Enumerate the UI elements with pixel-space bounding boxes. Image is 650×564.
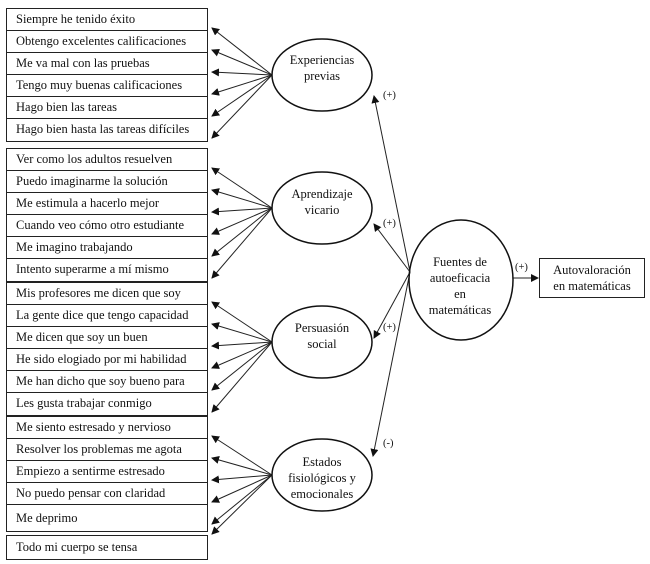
indicator-arrow bbox=[211, 74, 273, 96]
indicator-arrow bbox=[211, 68, 273, 77]
indicator-item: Hago bien las tareas bbox=[7, 97, 207, 119]
indicator-arrow bbox=[211, 322, 273, 343]
factor-ellipse-estados bbox=[271, 438, 373, 512]
outcome-label-line: Autovaloración bbox=[553, 263, 631, 277]
factor-label-line: Estados bbox=[302, 455, 342, 469]
factor-label-line: emocionales bbox=[290, 487, 354, 501]
factor-label-line: previas bbox=[303, 69, 341, 83]
indicator-item: Me han dicho que soy bueno para bbox=[7, 371, 207, 393]
indicator-item: Cuando veo cómo otro estudiante bbox=[7, 215, 207, 237]
indicator-arrow bbox=[211, 456, 273, 476]
indicator-arrow bbox=[211, 167, 273, 209]
indicator-item: Me va mal con las pruebas bbox=[7, 53, 207, 75]
factor-label-persuasion: Persuasión social bbox=[272, 320, 372, 352]
indicator-item: Me deprimo bbox=[16, 511, 78, 525]
indicator-item: Me siento estresado y nervioso bbox=[7, 417, 207, 439]
indicator-item: Mis profesores me dicen que soy bbox=[7, 283, 207, 305]
indicator-item: Empiezo a sentirme estresado bbox=[7, 461, 207, 483]
factor-label-vicario: Aprendizaje vicario bbox=[272, 186, 372, 218]
indicator-item: No puedo pensar con claridad bbox=[7, 483, 207, 505]
indicator-item: Les gusta trabajar conmigo bbox=[16, 396, 152, 410]
factor-label-estados: Estados fisiológicos y emocionales bbox=[270, 454, 374, 502]
factor-label-experiencias: Experiencias previas bbox=[272, 52, 372, 84]
central-factor-label: Fuentes de autoeficacia en matemáticas bbox=[410, 254, 510, 318]
factor-label-line: vicario bbox=[304, 203, 340, 217]
indicator-item: Resolver los problemas me agota bbox=[7, 439, 207, 461]
outcome-box: Autovaloración en matemáticas bbox=[539, 258, 645, 298]
factor-ellipse-vicario bbox=[271, 171, 373, 245]
factor-ellipse-experiencias bbox=[271, 38, 373, 112]
factor-label-line: Persuasión bbox=[294, 321, 350, 335]
path-sign-outcome: (+) bbox=[515, 262, 528, 273]
path-sign-experiencias: (+) bbox=[383, 90, 396, 101]
central-label-line: autoeficacia bbox=[429, 271, 491, 285]
indicator-arrow bbox=[211, 207, 273, 235]
central-label-line: en bbox=[454, 287, 466, 301]
factor-label-line: Experiencias bbox=[289, 53, 355, 67]
indicator-group-experiencias: Siempre he tenido éxito Obtengo excelent… bbox=[6, 8, 208, 142]
path-sign-estados: (-) bbox=[383, 438, 394, 449]
path-arrow-persuasion bbox=[373, 271, 411, 339]
path-arrow-experiencias bbox=[371, 95, 411, 273]
indicator-item: Siempre he tenido éxito bbox=[7, 9, 207, 31]
indicator-item: Obtengo excelentes calificaciones bbox=[7, 31, 207, 53]
indicator-group-estados: Me siento estresado y nervioso Resolver … bbox=[6, 416, 208, 532]
indicator-item: Puedo imaginarme la solución bbox=[7, 171, 207, 193]
path-arrow-vicario bbox=[373, 223, 411, 273]
indicator-arrow bbox=[211, 74, 273, 117]
indicator-item-extra: Todo mi cuerpo se tensa bbox=[6, 535, 208, 560]
factor-label-line: fisiológicos y bbox=[288, 471, 356, 485]
indicator-arrow bbox=[211, 207, 273, 257]
indicator-arrow bbox=[211, 27, 273, 76]
indicator-group-vicario: Ver como los adultos resuelven Puedo ima… bbox=[6, 148, 208, 282]
indicator-item: Tengo muy buenas calificaciones bbox=[7, 75, 207, 97]
indicator-item: Me imagino trabajando bbox=[7, 237, 207, 259]
indicator-arrow bbox=[211, 341, 273, 391]
indicator-arrow bbox=[211, 207, 273, 216]
indicator-arrow bbox=[211, 49, 273, 76]
central-factor-ellipse bbox=[408, 219, 514, 341]
indicator-item: Me dicen que soy un buen bbox=[7, 327, 207, 349]
factor-label-line: Aprendizaje bbox=[291, 187, 353, 201]
indicator-arrow bbox=[211, 301, 273, 343]
indicator-item: La gente dice que tengo capacidad bbox=[7, 305, 207, 327]
central-label-line: Fuentes de bbox=[433, 255, 487, 269]
indicator-arrow bbox=[211, 341, 273, 369]
indicator-arrow bbox=[211, 341, 273, 413]
indicator-arrow bbox=[211, 341, 273, 350]
indicator-arrow bbox=[211, 474, 273, 525]
path-arrow-estados bbox=[370, 271, 411, 457]
indicator-arrow bbox=[211, 474, 273, 503]
factor-ellipse-persuasion bbox=[271, 305, 373, 379]
path-sign-persuasion: (+) bbox=[383, 322, 396, 333]
indicator-arrow bbox=[211, 188, 273, 209]
indicator-item: He sido elogiado por mi habilidad bbox=[7, 349, 207, 371]
indicator-item: Intento superarme a mí mismo bbox=[16, 262, 169, 276]
outcome-label-line: en matemáticas bbox=[553, 279, 631, 293]
indicator-item: Hago bien hasta las tareas difíciles bbox=[16, 122, 190, 136]
factor-label-line: social bbox=[307, 337, 337, 351]
indicator-item: Ver como los adultos resuelven bbox=[7, 149, 207, 171]
indicator-arrow bbox=[211, 474, 273, 535]
indicator-arrow bbox=[211, 74, 273, 139]
central-label-line: matemáticas bbox=[428, 303, 492, 317]
path-sign-vicario: (+) bbox=[383, 218, 396, 229]
indicator-arrow bbox=[211, 207, 273, 279]
indicator-arrow bbox=[211, 474, 273, 484]
indicator-group-persuasion: Mis profesores me dicen que soy La gente… bbox=[6, 282, 208, 416]
indicator-item: Me estimula a hacerlo mejor bbox=[7, 193, 207, 215]
indicator-arrow bbox=[211, 435, 273, 476]
